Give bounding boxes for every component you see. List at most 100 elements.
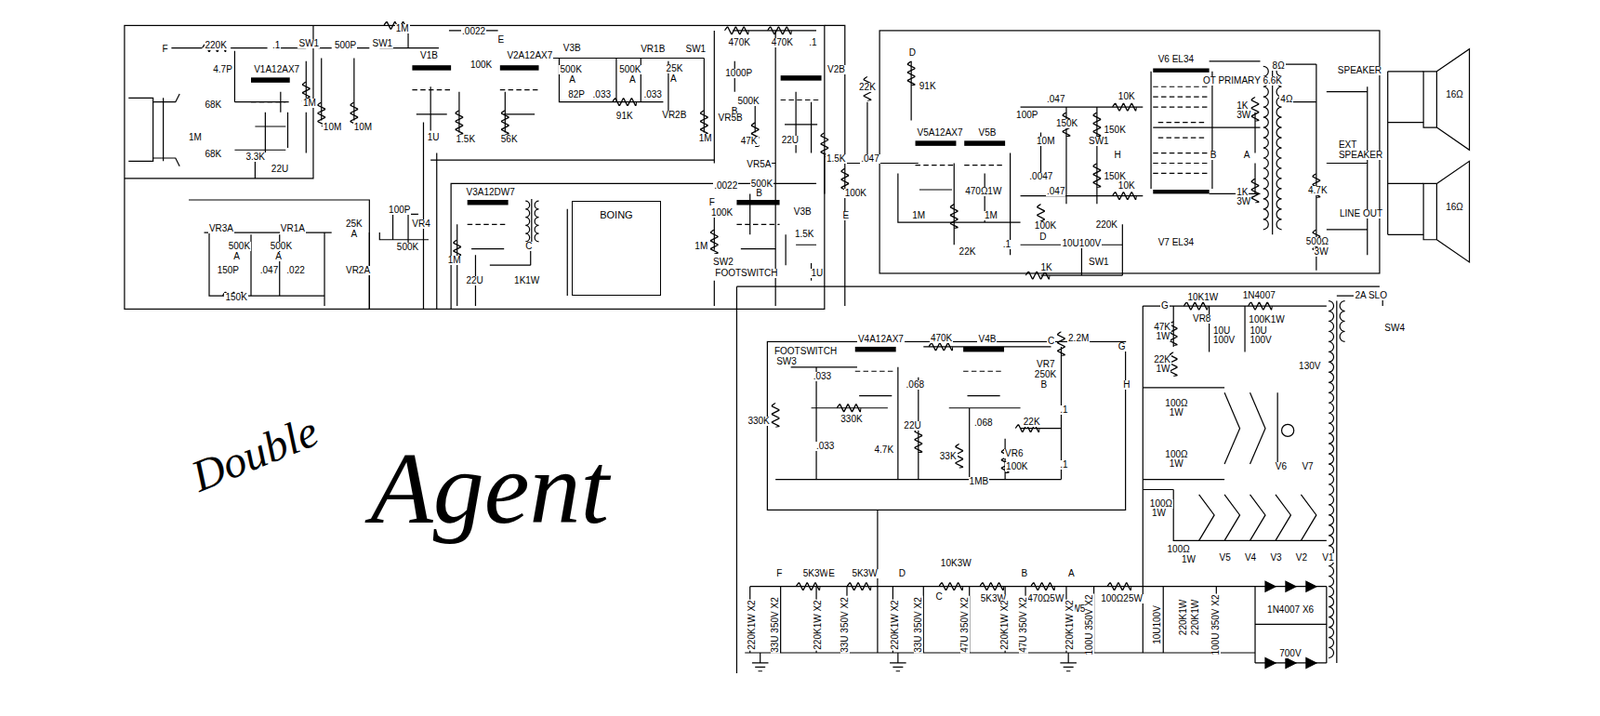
- component-label: 100Ω25W: [1099, 594, 1144, 604]
- component-label: 100U 350V X2: [1084, 593, 1095, 656]
- component-label: 100K: [844, 188, 868, 199]
- component-label: 1U: [426, 132, 441, 143]
- component-label: B: [1039, 380, 1048, 390]
- component-label: C: [524, 241, 533, 252]
- component-label: D: [908, 48, 917, 58]
- component-label: 91K: [615, 111, 635, 121]
- component-label: 220K1W X2: [1000, 598, 1010, 650]
- component-label: 25K: [344, 219, 364, 229]
- component-label: V1: [1321, 553, 1335, 563]
- component-label: 1M: [983, 211, 999, 221]
- component-label: .1: [1058, 460, 1069, 470]
- component-label: 100K1W: [1247, 315, 1285, 325]
- component-label: 220K: [1095, 220, 1119, 230]
- component-label: .047: [1045, 186, 1066, 197]
- component-label: 100V: [1212, 335, 1236, 345]
- component-label: 25K: [665, 64, 685, 74]
- component-label: V7: [1300, 462, 1314, 472]
- component-label: A: [568, 75, 577, 85]
- reverb-tank-box: BOING: [571, 200, 662, 296]
- component-label: SW1: [1087, 257, 1111, 267]
- component-label: VR3A: [208, 224, 235, 234]
- component-label: 470Ω1W: [964, 186, 1003, 197]
- component-label: G: [1160, 301, 1170, 311]
- component-label: .047: [259, 265, 279, 276]
- component-label: 10U: [1212, 326, 1231, 336]
- component-label: 100Ω: [1149, 499, 1174, 509]
- component-label: 500P: [333, 40, 358, 51]
- component-label: 1N4007: [1242, 290, 1277, 301]
- component-label: VR1B: [639, 44, 666, 54]
- component-label: V4: [1243, 553, 1257, 563]
- component-label: 33U 350V X2: [840, 595, 850, 654]
- component-label: 470K: [929, 333, 953, 344]
- component-label: .033: [642, 90, 662, 100]
- component-label: A: [274, 251, 283, 262]
- component-label: 1M: [693, 241, 709, 252]
- component-label: 3W: [1313, 247, 1330, 257]
- component-label: 100K: [1033, 221, 1058, 231]
- component-label: SPEAKER: [1336, 66, 1383, 76]
- component-label: .1: [807, 38, 818, 48]
- component-label: V4A12AX7: [857, 334, 905, 344]
- component-label: 68K: [204, 149, 224, 159]
- component-label: V6 EL34: [1157, 54, 1195, 65]
- component-label: FOOTSWITCH: [714, 268, 779, 278]
- component-label: 10U100V: [1152, 604, 1163, 646]
- component-label: 1000P: [724, 68, 754, 79]
- component-label: 100P: [387, 205, 411, 215]
- component-label: 82P: [567, 90, 586, 100]
- component-label: 10K: [1117, 92, 1137, 102]
- component-label: A: [669, 74, 678, 84]
- component-label: 1M: [447, 255, 463, 265]
- component-label: A: [1067, 568, 1076, 579]
- component-label: VR6: [1004, 449, 1024, 459]
- component-label: VR5A: [745, 159, 772, 170]
- component-label: 1W: [1168, 408, 1185, 418]
- component-label: 500K: [269, 241, 293, 252]
- component-label: 16Ω: [1444, 90, 1465, 100]
- component-label: 10M: [1035, 136, 1056, 146]
- component-label: 500K: [227, 241, 252, 252]
- component-label: 150K: [1102, 171, 1126, 182]
- component-label: V2: [1295, 553, 1309, 563]
- component-label: .0022: [461, 26, 487, 37]
- component-label: V1A12AX7: [252, 65, 301, 75]
- component-label: 130V: [1297, 361, 1322, 371]
- component-label: V3A12DW7: [464, 187, 516, 198]
- component-label: 220K1W: [1178, 598, 1189, 636]
- component-label: 3W: [1235, 197, 1252, 207]
- component-label: SW1: [297, 39, 320, 49]
- component-label: .047: [859, 154, 880, 164]
- component-label: 33U 350V X2: [913, 595, 924, 654]
- component-label: V2B: [826, 65, 847, 75]
- component-label: SW2: [712, 257, 735, 267]
- component-label: 1W: [1150, 508, 1167, 518]
- component-label: 700V: [1278, 648, 1302, 659]
- component-label: V2A12AX7: [505, 51, 554, 61]
- component-label: V3: [1269, 553, 1283, 563]
- component-label: 10U100V: [1060, 238, 1102, 249]
- component-label: VR5B: [717, 113, 744, 123]
- component-label: 33U 350V X2: [770, 595, 781, 654]
- component-label: G: [1117, 342, 1127, 352]
- component-label: 220K1W: [1190, 598, 1201, 636]
- component-label: 1W: [1168, 459, 1185, 469]
- component-label: E: [827, 568, 836, 579]
- component-label: .033: [592, 90, 612, 100]
- component-label: 150P: [216, 265, 240, 276]
- component-label: SW1: [684, 44, 707, 54]
- component-label: 22K: [1152, 355, 1172, 365]
- component-label: 22U: [464, 276, 484, 286]
- component-label: 1K: [1039, 263, 1053, 273]
- component-label: 1.5K: [793, 229, 816, 239]
- logo-text: Agent: [370, 436, 611, 540]
- component-label: 1M: [911, 211, 926, 221]
- component-label: V5B: [977, 128, 997, 138]
- component-label: 56K: [500, 134, 519, 145]
- component-label: SW4: [1383, 323, 1406, 333]
- component-label: EXT: [1337, 140, 1358, 150]
- component-label: 4.7P: [211, 65, 234, 75]
- component-label: A: [232, 251, 241, 262]
